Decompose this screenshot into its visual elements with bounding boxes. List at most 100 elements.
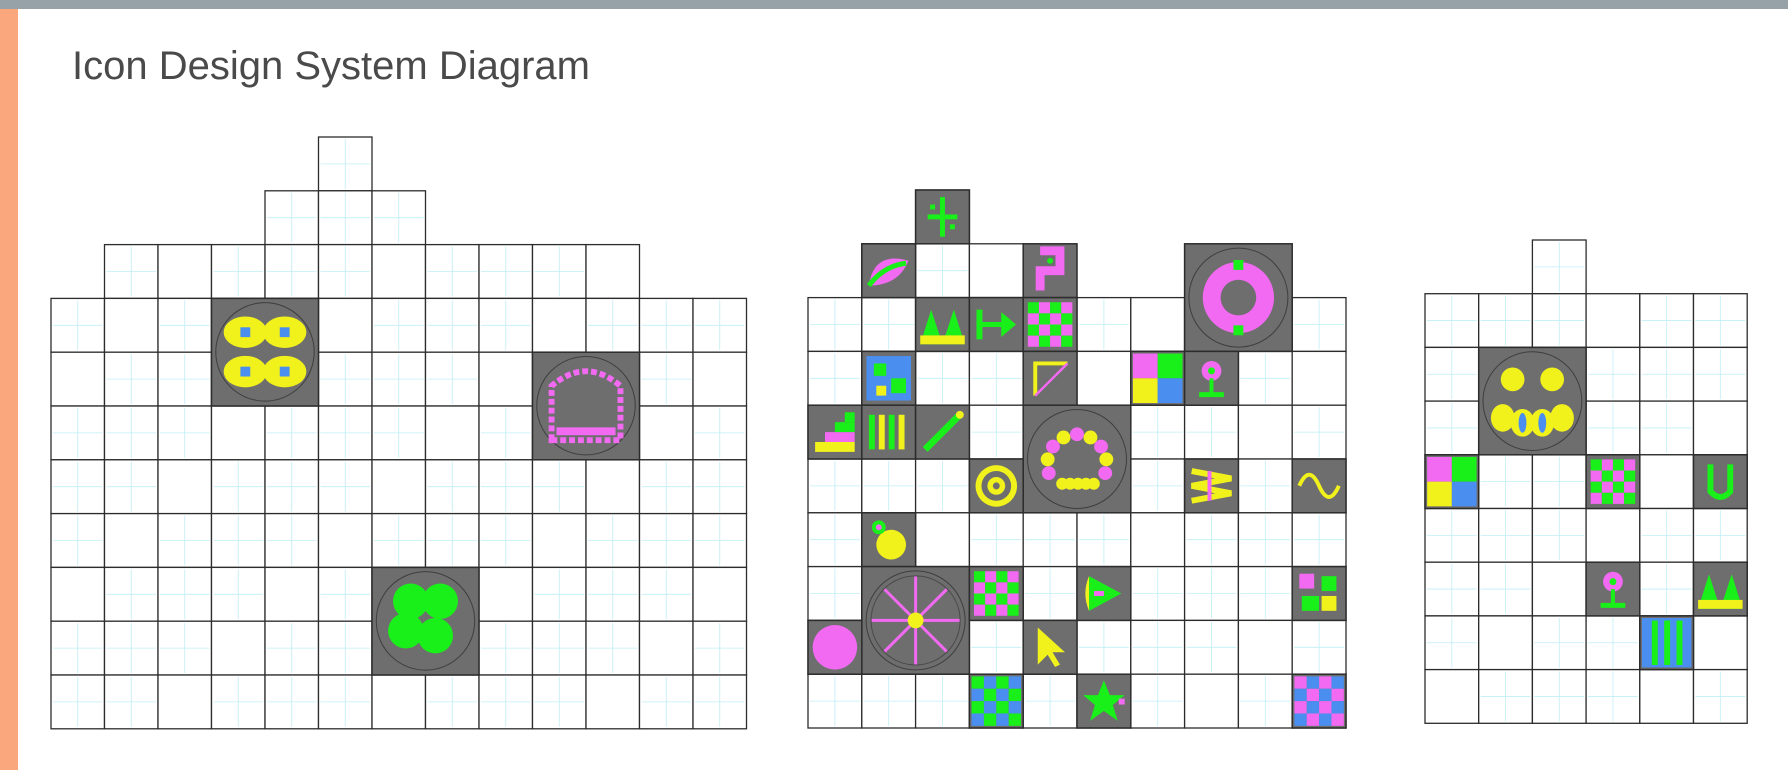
- grid-cell: [105, 298, 159, 352]
- grid-cell: [158, 406, 212, 460]
- grid-cell: [1694, 401, 1748, 455]
- grid-cell: [51, 460, 105, 514]
- grid-cell: [693, 514, 747, 568]
- grid-cell: [1425, 347, 1479, 401]
- corner-bracket-icon: [1023, 351, 1077, 405]
- grid-cell: [693, 621, 747, 675]
- icon-grid-panel-2: [808, 190, 1346, 728]
- half-cone-icon: [1077, 567, 1131, 621]
- grid-cell: [640, 352, 694, 406]
- grid-cell: [265, 191, 319, 245]
- grid-cell: [586, 298, 640, 352]
- beaded-arc-icon: [1023, 405, 1131, 513]
- grid-cell: [372, 298, 426, 352]
- grid-cell: [693, 298, 747, 352]
- grid-cell: [808, 298, 862, 352]
- grid-cell: [1532, 294, 1586, 348]
- icon-grid-panel-1: [51, 137, 747, 729]
- grid-cell: [479, 567, 533, 621]
- grid-cell: [1640, 670, 1694, 724]
- color-quad-icon: [1131, 351, 1185, 405]
- grid-cell: [1640, 401, 1694, 455]
- grid-cell: [693, 352, 747, 406]
- grid-cell: [319, 352, 373, 406]
- grid-cell: [533, 245, 587, 299]
- grid-cell: [808, 513, 862, 567]
- grid-cell: [693, 567, 747, 621]
- leaf-arc-icon: [862, 244, 916, 298]
- grid-cell: [1425, 670, 1479, 724]
- grid-cell: [1532, 509, 1586, 563]
- grid-cell: [479, 460, 533, 514]
- grid-cell: [1640, 347, 1694, 401]
- grid-cell: [533, 675, 587, 729]
- hook-shape-icon: [1023, 244, 1077, 298]
- blue-green-checker-icon: [969, 674, 1023, 728]
- grid-cell: [862, 459, 916, 513]
- grid-cell: [1292, 351, 1346, 405]
- grid-cell: [693, 406, 747, 460]
- grid-cell: [1532, 616, 1586, 670]
- grid-cell: [1479, 294, 1533, 348]
- grid-cell: [916, 351, 970, 405]
- grid-cell: [586, 621, 640, 675]
- grid-cell: [640, 514, 694, 568]
- grid-cell: [372, 352, 426, 406]
- grid-cell: [319, 191, 373, 245]
- grid-cell: [319, 514, 373, 568]
- grid-cell: [319, 460, 373, 514]
- grid-cell: [426, 245, 480, 299]
- grid-cell: [533, 621, 587, 675]
- sine-wave-icon: [1292, 459, 1346, 513]
- steps-icon: [808, 405, 862, 459]
- grid-cell: [1640, 455, 1694, 509]
- grid-cell: [1077, 351, 1131, 405]
- double-triangle-icon: [1694, 562, 1748, 616]
- grid-cell: [265, 245, 319, 299]
- grid-cell: [1185, 405, 1239, 459]
- grid-cell: [808, 459, 862, 513]
- grid-cell: [1131, 674, 1185, 728]
- grid-cell: [1532, 670, 1586, 724]
- grid-cell: [1238, 567, 1292, 621]
- grid-cell: [212, 675, 266, 729]
- grid-cell: [1532, 455, 1586, 509]
- double-triangle-icon: [916, 298, 970, 352]
- grid-cell: [158, 567, 212, 621]
- grid-cell: [479, 514, 533, 568]
- grid-cell: [51, 406, 105, 460]
- grid-cell: [1238, 405, 1292, 459]
- grid-cell: [479, 298, 533, 352]
- grid-cell: [1131, 567, 1185, 621]
- grid-cell: [533, 298, 587, 352]
- grid-cell: [693, 460, 747, 514]
- grid-cell: [1077, 620, 1131, 674]
- grid-cell: [158, 460, 212, 514]
- grid-cell: [212, 514, 266, 568]
- grid-cell: [1023, 513, 1077, 567]
- grid-cell: [586, 245, 640, 299]
- grid-cell: [319, 245, 373, 299]
- grid-cell: [372, 675, 426, 729]
- grid-cell: [1694, 294, 1748, 348]
- grid-cell: [1532, 562, 1586, 616]
- sparkle-icon: [916, 190, 970, 244]
- grid-cell: [1131, 620, 1185, 674]
- grid-cell: [808, 567, 862, 621]
- grid-cell: [1185, 513, 1239, 567]
- grid-cell: [1131, 405, 1185, 459]
- grid-cell: [479, 621, 533, 675]
- grid-cell: [479, 675, 533, 729]
- grid-cell: [1425, 562, 1479, 616]
- grid-cell: [640, 298, 694, 352]
- grid-cell: [212, 460, 266, 514]
- grid-cell: [479, 245, 533, 299]
- bars-icon: [862, 405, 916, 459]
- grid-cell: [1238, 513, 1292, 567]
- grid-cell: [51, 621, 105, 675]
- grid-cell: [265, 406, 319, 460]
- grid-cell: [319, 298, 373, 352]
- grid-cell: [1694, 616, 1748, 670]
- pie-quadrant-icon: [808, 620, 862, 674]
